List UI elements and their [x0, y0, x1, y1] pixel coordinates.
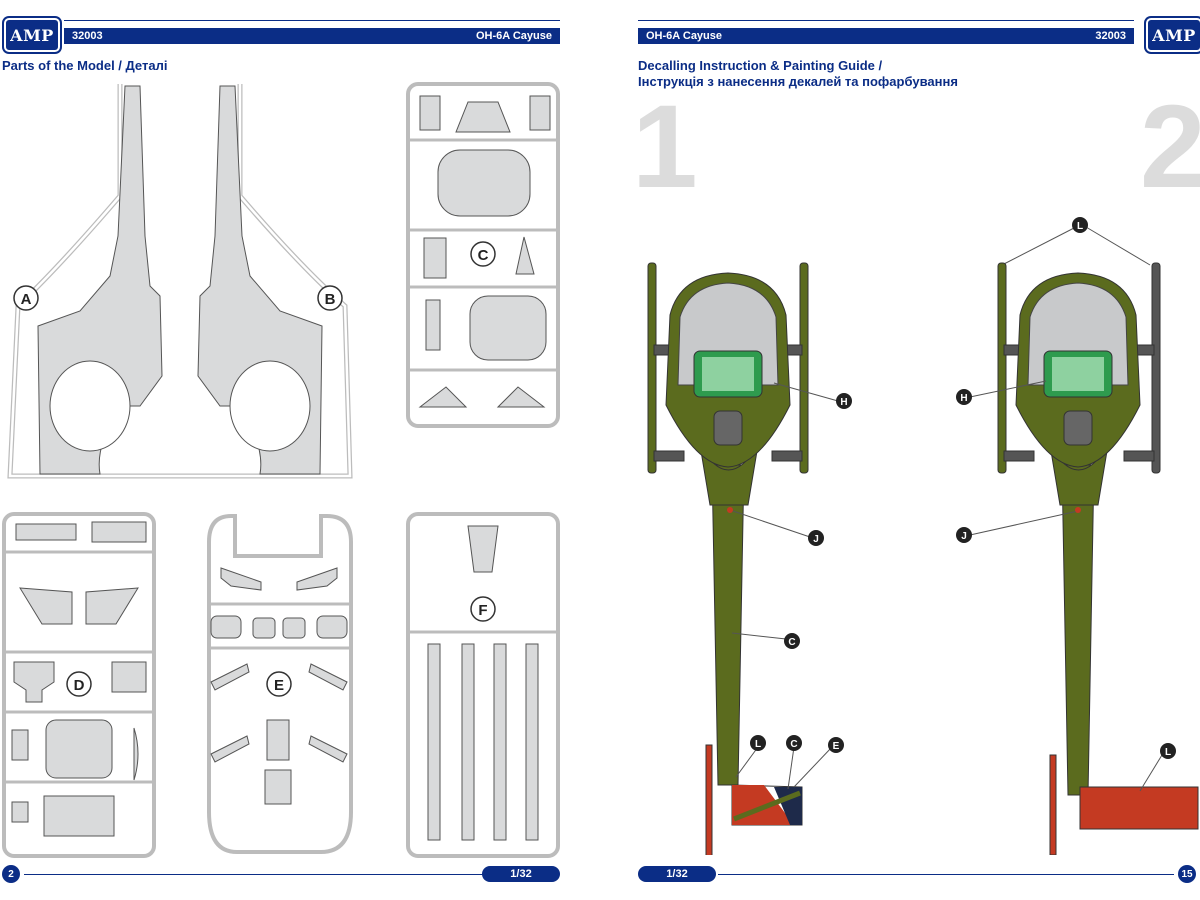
helicopter-view-2: L H J L — [956, 217, 1199, 855]
decal-label-c: C — [788, 637, 795, 648]
part-a-fuselage — [37, 85, 163, 475]
helicopter-view-1: H J C L C E — [647, 262, 852, 855]
part-b-fuselage — [197, 85, 323, 475]
header-bar: OH-6A Cayuse 32003 — [638, 28, 1134, 44]
page-title: Parts of the Model / Деталі — [2, 58, 168, 73]
sprue-c-diagram: C — [406, 82, 560, 428]
product-code: 32003 — [1095, 30, 1126, 42]
decal-label-c-tail: C — [790, 739, 797, 750]
page-number: 2 — [2, 865, 20, 883]
amp-logo: AMP — [1146, 18, 1200, 52]
model-name: OH-6A Cayuse — [646, 30, 723, 42]
decal-label-e: E — [833, 741, 840, 752]
footer-rule — [24, 874, 484, 875]
sprue-label-a: A — [21, 291, 32, 308]
sprue-label-d: D — [74, 677, 85, 694]
sprue-label-f: F — [478, 602, 487, 619]
header-bar: 32003 OH-6A Cayuse — [64, 28, 560, 44]
amp-logo: AMP — [4, 18, 60, 52]
header-rule — [638, 20, 1134, 21]
model-name: OH-6A Cayuse — [475, 30, 552, 42]
decal-label-l-2: L — [1165, 747, 1171, 758]
sprue-f-diagram: F — [406, 512, 560, 858]
header-rule — [64, 20, 560, 21]
decal-label-j: J — [813, 534, 819, 545]
scale-badge: 1/32 — [482, 866, 560, 882]
sprue-e-diagram: E — [207, 514, 353, 854]
page-title: Decalling Instruction & Painting Guide / — [638, 58, 883, 73]
footer-rule — [718, 874, 1174, 875]
product-code: 32003 — [72, 30, 103, 42]
decal-label-l: L — [755, 739, 761, 750]
sprue-label-e: E — [274, 677, 284, 694]
sprue-label-b: B — [325, 291, 336, 308]
sprue-ab-diagram: A B — [7, 84, 353, 479]
page-number: 15 — [1178, 865, 1196, 883]
step-number-2: 2 — [1140, 81, 1200, 213]
decal-label-j-2: J — [961, 531, 967, 542]
decal-label-l-top: L — [1077, 221, 1083, 232]
right-page: OH-6A Cayuse 32003 AMP Decalling Instruc… — [600, 0, 1200, 900]
step-number-1: 1 — [632, 81, 698, 213]
decal-label-h-2: H — [960, 393, 967, 404]
sprue-d-diagram: D — [2, 512, 156, 858]
page-subtitle: Інструкція з нанесення декалей та пофарб… — [638, 74, 958, 89]
left-page: AMP 32003 OH-6A Cayuse Parts of the Mode… — [2, 18, 560, 883]
scale-badge: 1/32 — [638, 866, 716, 882]
decal-label-h: H — [840, 397, 847, 408]
sprue-label-c: C — [478, 247, 489, 264]
